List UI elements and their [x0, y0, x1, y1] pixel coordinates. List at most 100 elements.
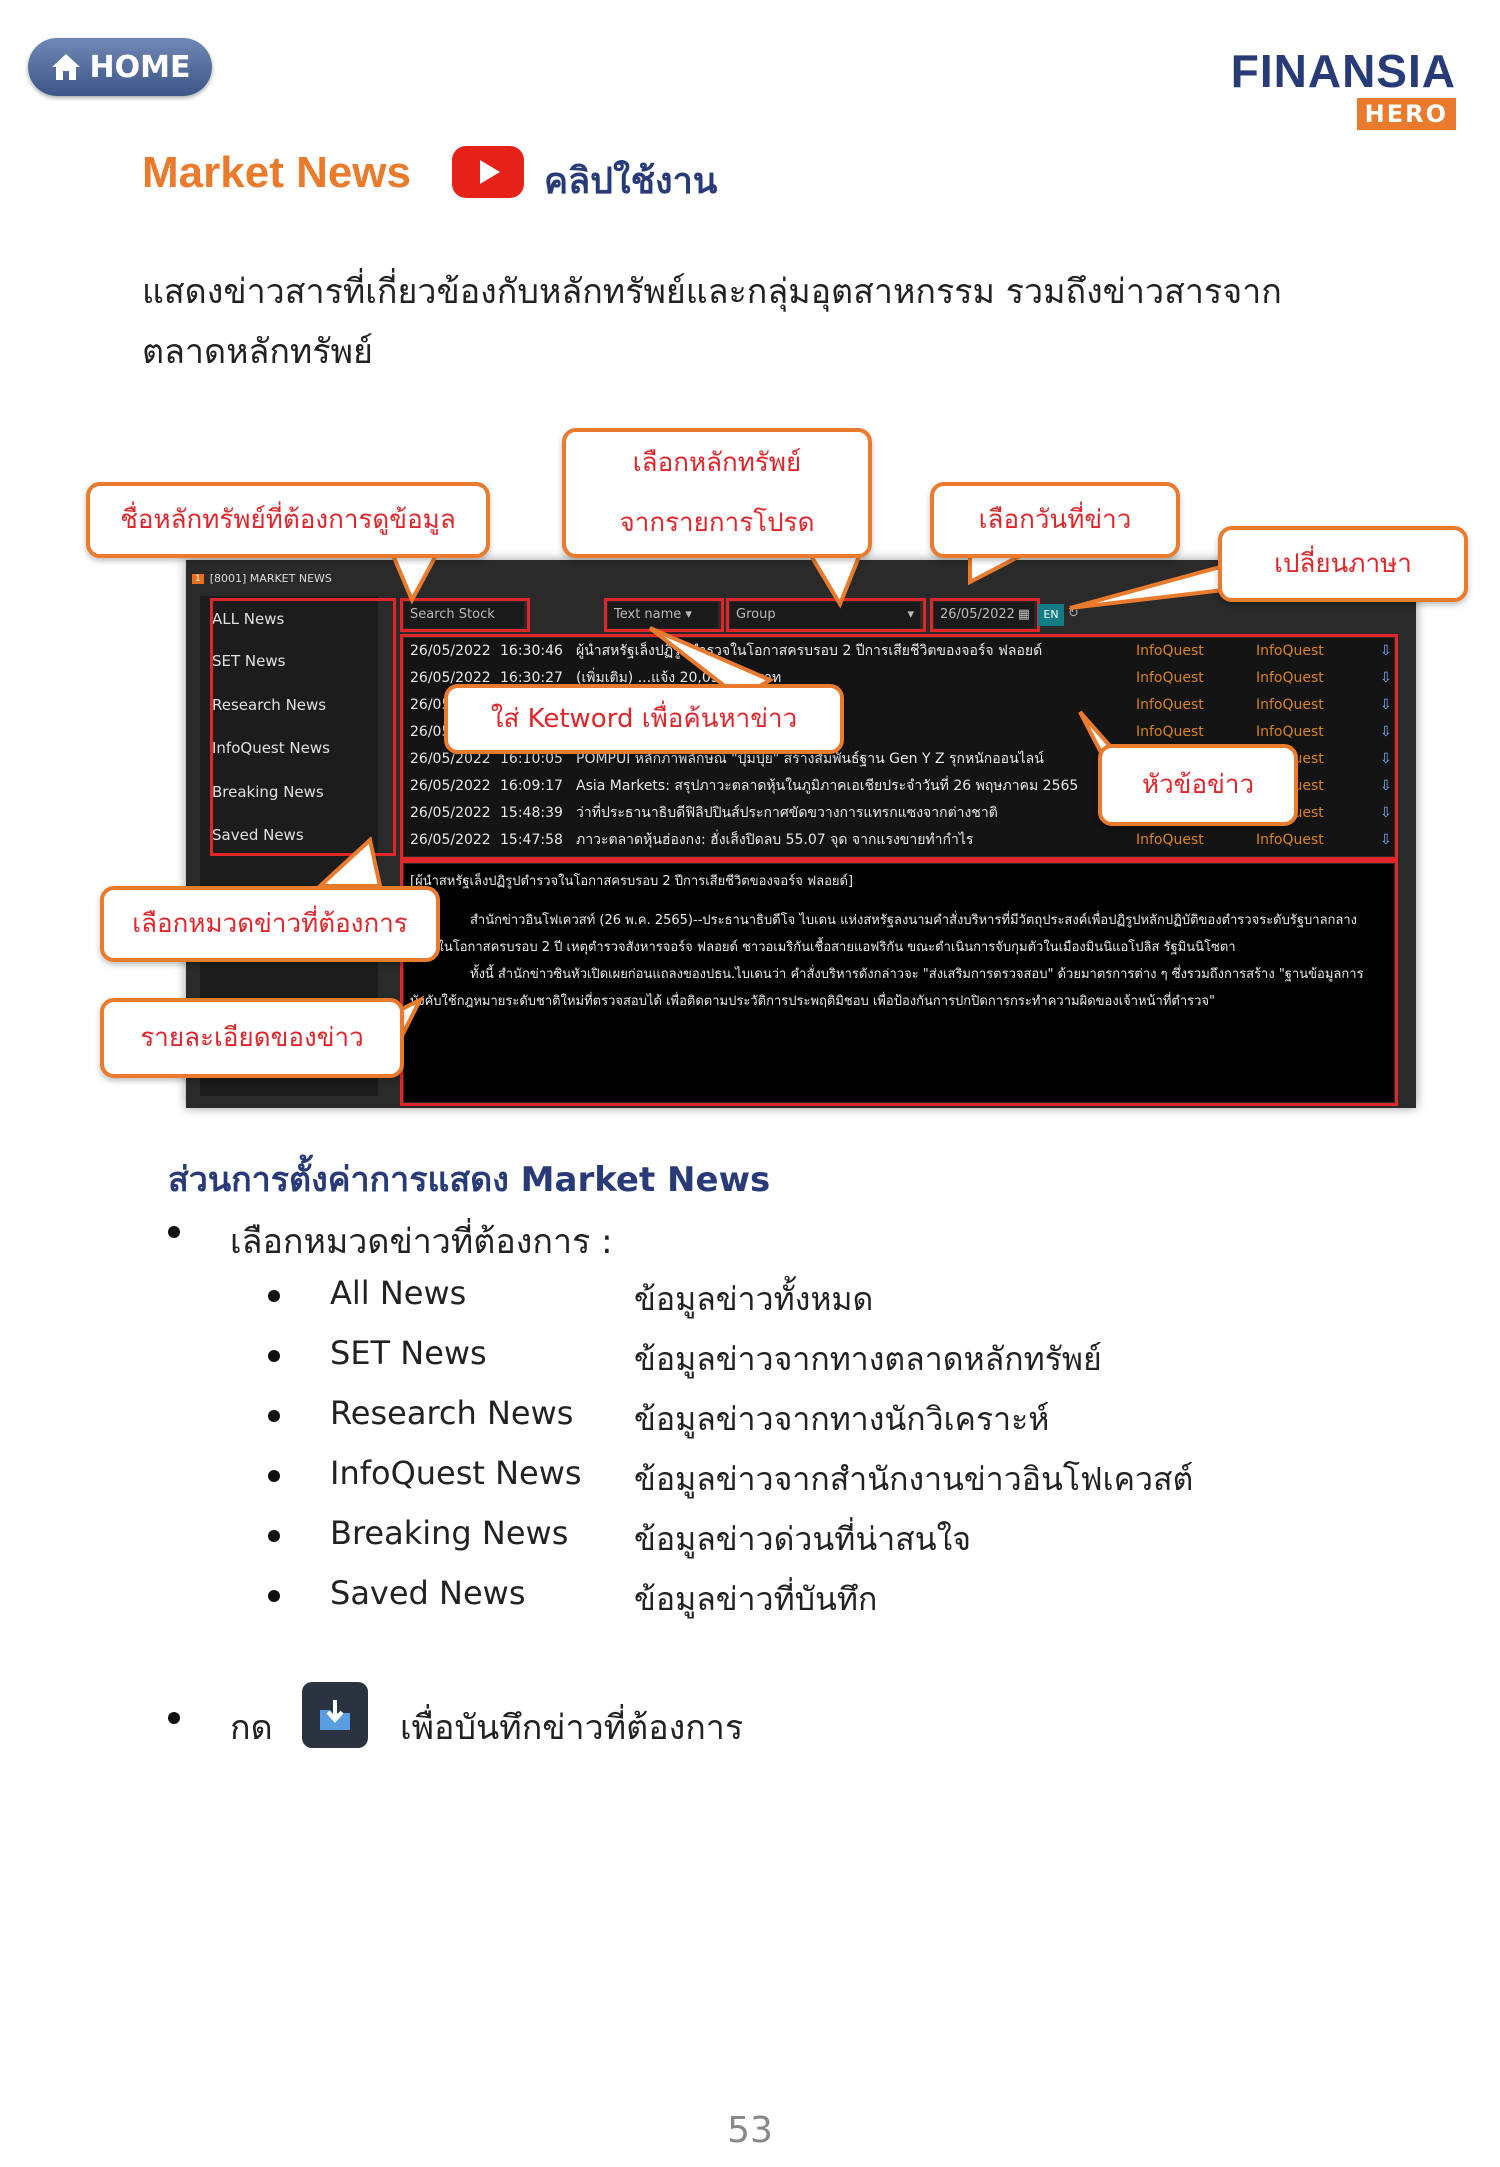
intro-text: แสดงข่าวสารที่เกี่ยวข้องกับหลักทรัพย์และ… [142, 272, 1282, 372]
category-name: SET News [330, 1334, 487, 1372]
window-title-text: [8001] MARKET NEWS [209, 572, 332, 585]
bullet-dot [268, 1350, 280, 1362]
save-news-icon[interactable] [302, 1682, 368, 1748]
pointer-date [968, 554, 1021, 586]
bullet-dot [268, 1470, 280, 1482]
bullet-dot [268, 1290, 280, 1302]
news-source: InfoQuest [1136, 643, 1204, 659]
category-description: ข้อมูลข่าวที่บันทึก [634, 1580, 878, 1618]
group-highlight [726, 598, 926, 632]
nav-infoquest-news[interactable]: InfoQuest News [212, 739, 330, 757]
callout-select-date: เลือกวันที่ข่าว [930, 482, 1180, 558]
nav-research-news[interactable]: Research News [212, 696, 327, 714]
news-headline: POMPUI หลักภาพลักษณ์ "ปุ้มปุ้ย" สร้างสัม… [576, 751, 1044, 767]
window-num: 1 [192, 573, 204, 584]
news-time: 15:47:58 [500, 832, 563, 848]
bullet-dot [268, 1590, 280, 1602]
date-picker[interactable]: 26/05/2022 ▦ [934, 602, 1034, 628]
save-news-icon[interactable]: ⇩ [1380, 643, 1390, 659]
detail-paragraph-2: ทั้งนี้ สำนักข่าวซินหัวเปิดเผยก่อนแถลงขอ… [410, 967, 1364, 1009]
nav-breaking-news[interactable]: Breaking News [212, 783, 324, 801]
group-label: Group [736, 607, 776, 622]
news-time: 16:10:05 [500, 751, 563, 767]
nav-saved-news[interactable]: Saved News [212, 826, 304, 844]
page-number: 53 [727, 2110, 773, 2151]
save-news-icon[interactable]: ⇩ [1380, 670, 1390, 686]
category-name: InfoQuest News [330, 1454, 582, 1492]
bullet-dot [268, 1530, 280, 1542]
home-label: HOME [89, 49, 191, 85]
pointer-favorite [806, 552, 863, 609]
clip-link[interactable]: คลิปใช้งาน [544, 161, 718, 202]
news-date: 26/05/2022 [410, 805, 491, 821]
youtube-icon[interactable] [452, 146, 524, 198]
finansia-logo: FINANSIA HERO [1231, 48, 1456, 130]
text-name-label: Text name [614, 607, 682, 622]
settings-title: ส่วนการตั้งค่าการแสดง Market News [168, 1160, 771, 1200]
news-time: 16:09:17 [500, 778, 563, 794]
save-news-icon[interactable]: ⇩ [1380, 778, 1390, 794]
news-source: InfoQuest [1136, 724, 1204, 740]
news-date: 26/05/2022 [410, 670, 491, 686]
news-detail: [ผู้นำสหรัฐเล็งปฏิรูปตำรวจในโอกาสครบรอบ … [404, 864, 1394, 1102]
logo-text: FINANSIA [1230, 45, 1456, 97]
press-bullet: กด [168, 1700, 273, 1750]
callout-select-stock: เลือกหลักทรัพย์ จากรายการโปรด [562, 428, 872, 558]
language-button[interactable]: EN [1038, 604, 1064, 626]
page-title: Market News [142, 148, 412, 197]
callout-category: เลือกหมวดข่าวที่ต้องการ [100, 886, 440, 962]
callout-pointers [314, 546, 1226, 1041]
text-name-input[interactable]: Text name ▾ [608, 602, 718, 628]
list-highlight [400, 634, 1398, 860]
news-headline: Asia Markets: สรุปภาวะตลาดหุ้นในภูมิภาคเ… [576, 778, 1079, 794]
news-source-2: InfoQuest [1256, 697, 1324, 713]
detail-paragraph-1: สำนักข่าวอินโฟเควสท์ (26 พ.ค. 2565)--ประ… [410, 913, 1358, 955]
news-time: 15:48:39 [500, 805, 563, 821]
category-list-item: InfoQuest News ข้อมูลข่าวจากสำนักงานข่าวอ… [268, 1454, 1268, 1504]
category-description: ข้อมูลข่าวทั้งหมด [634, 1280, 874, 1318]
select-category-bullet: เลือกหมวดข่าวที่ต้องการ : [168, 1214, 968, 1264]
nav-set-news[interactable]: SET News [212, 652, 286, 670]
text-name-highlight [604, 598, 724, 632]
save-news-icon[interactable]: ⇩ [1380, 751, 1390, 767]
home-icon [51, 54, 80, 80]
save-news-icon[interactable]: ⇩ [1380, 832, 1390, 848]
search-stock-input[interactable]: Search Stock [404, 602, 524, 628]
callout-keyword: ใส่ Ketword เพื่อค้นหาข่าว [444, 684, 844, 754]
bullet-dot [268, 1410, 280, 1422]
select-category-text: เลือกหมวดข่าวที่ต้องการ : [230, 1222, 613, 1262]
calendar-icon: ▦ [1017, 607, 1030, 622]
logo-sub: HERO [1356, 98, 1456, 130]
date-value: 26/05/2022 [940, 607, 1015, 622]
news-date: 26/05/2022 [410, 751, 491, 767]
callout-select-stock-line2: จากรายการโปรด [619, 508, 815, 538]
save-news-icon[interactable]: ⇩ [1380, 724, 1390, 740]
category-name: Research News [330, 1394, 574, 1432]
nav-highlight [210, 598, 396, 856]
news-source-2: InfoQuest [1256, 643, 1324, 659]
save-news-icon[interactable]: ⇩ [1380, 805, 1390, 821]
news-time: 16:30:27 [500, 670, 563, 686]
category-list-item: Research News ข้อมูลข่าวจากทางนักวิเคราะห… [268, 1394, 1268, 1444]
callout-change-language: เปลี่ยนภาษา [1218, 526, 1468, 602]
news-source: InfoQuest [1136, 670, 1204, 686]
group-select[interactable]: Group ▾ [730, 602, 920, 628]
category-description: ข้อมูลข่าวจากสำนักงานข่าวอินโฟเควสต์ [634, 1460, 1194, 1498]
detail-title: [ผู้นำสหรัฐเล็งปฏิรูปตำรวจในโอกาสครบรอบ … [410, 874, 854, 889]
save-news-icon[interactable]: ⇩ [1380, 697, 1390, 713]
category-description: ข้อมูลข่าวด่วนที่น่าสนใจ [634, 1520, 971, 1558]
nav-all-news[interactable]: ALL News [212, 610, 285, 628]
category-description: ข้อมูลข่าวจากทางนักวิเคราะห์ [634, 1400, 1050, 1438]
news-source: InfoQuest [1136, 832, 1204, 848]
refresh-icon[interactable]: ↻ [1068, 606, 1079, 621]
save-description: เพื่อบันทึกข่าวที่ต้องการ [400, 1708, 744, 1748]
detail-highlight [400, 860, 1398, 1106]
callout-detail: รายละเอียดของข่าว [100, 998, 404, 1078]
home-button[interactable]: HOME [28, 38, 212, 96]
category-name: Saved News [330, 1574, 526, 1612]
